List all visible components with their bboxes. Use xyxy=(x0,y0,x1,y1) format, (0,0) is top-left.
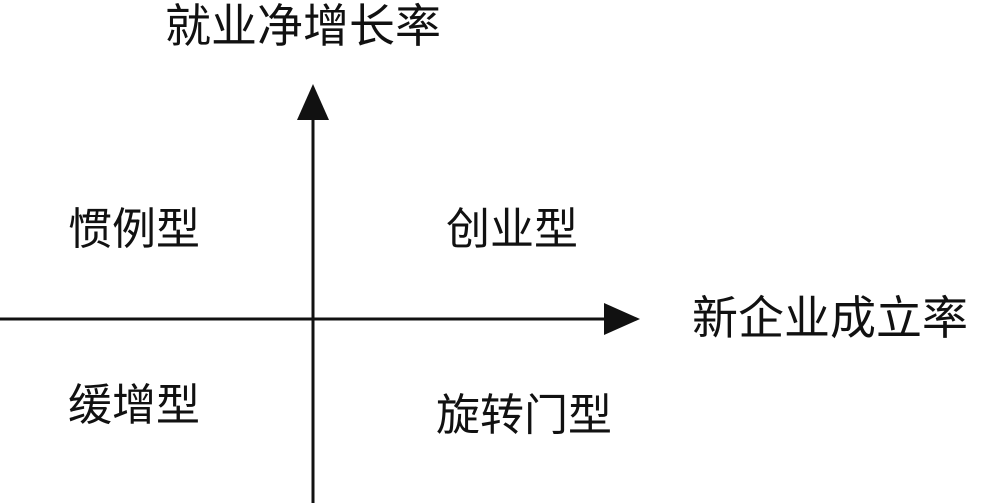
quadrant-label-top-right: 创业型 xyxy=(446,204,578,255)
quadrant-label-bottom-right: 旋转门型 xyxy=(436,390,612,441)
x-axis-arrowhead xyxy=(604,303,640,335)
y-axis-arrowhead xyxy=(297,84,329,120)
quadrant-label-top-left: 惯例型 xyxy=(68,204,200,255)
quadrant-label-bottom-left: 缓增型 xyxy=(68,380,200,431)
x-axis-title: 新企业成立率 xyxy=(692,291,968,345)
y-axis-title: 就业净增长率 xyxy=(165,0,441,53)
